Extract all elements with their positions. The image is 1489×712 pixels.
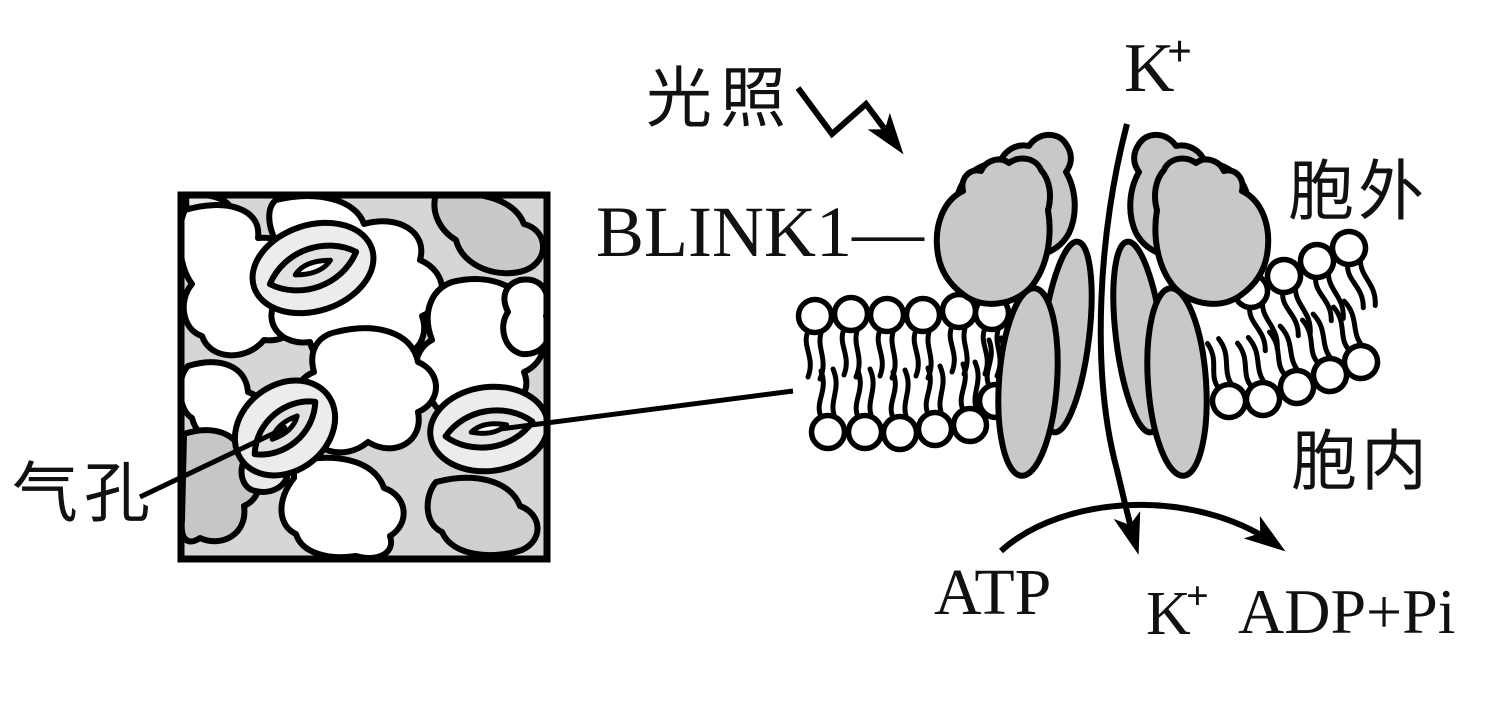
k-top-label: K	[1124, 30, 1175, 107]
epidermal-cell	[424, 474, 541, 559]
atp-label: ATP	[934, 556, 1051, 629]
light-label: 光照	[646, 61, 794, 135]
stoma-top-left	[249, 219, 377, 317]
micrograph-border	[177, 191, 551, 563]
extracellular-label: 胞外	[1288, 154, 1428, 228]
blink1-label: BLINK1—	[596, 192, 925, 272]
leaf-epidermis-micrograph	[177, 191, 551, 563]
epidermal-cell	[500, 276, 547, 358]
stomatal-pore	[292, 257, 333, 278]
epidermal-cells	[181, 195, 547, 559]
k-bottom-superscript: +	[1186, 573, 1209, 618]
k-top-superscript: +	[1167, 27, 1192, 76]
atp-to-adp-arrow	[998, 502, 1286, 554]
membrane-left	[799, 295, 1013, 450]
light-zigzag-arrow	[795, 86, 904, 155]
stomatal-pore	[468, 421, 510, 436]
k-ion-flow-arrow	[1097, 123, 1141, 555]
micrograph-to-membrane-line	[499, 388, 794, 432]
stoma-label: 气孔	[12, 456, 156, 530]
epidermal-cell	[278, 454, 407, 559]
k-bottom-label: K	[1146, 580, 1191, 648]
stoma-leader-line	[138, 424, 289, 500]
epidermal-cell	[431, 195, 546, 277]
intracellular-label: 胞内	[1291, 424, 1431, 498]
stoma-right	[427, 383, 547, 475]
adp-pi-label: ADP+Pi	[1238, 576, 1456, 647]
